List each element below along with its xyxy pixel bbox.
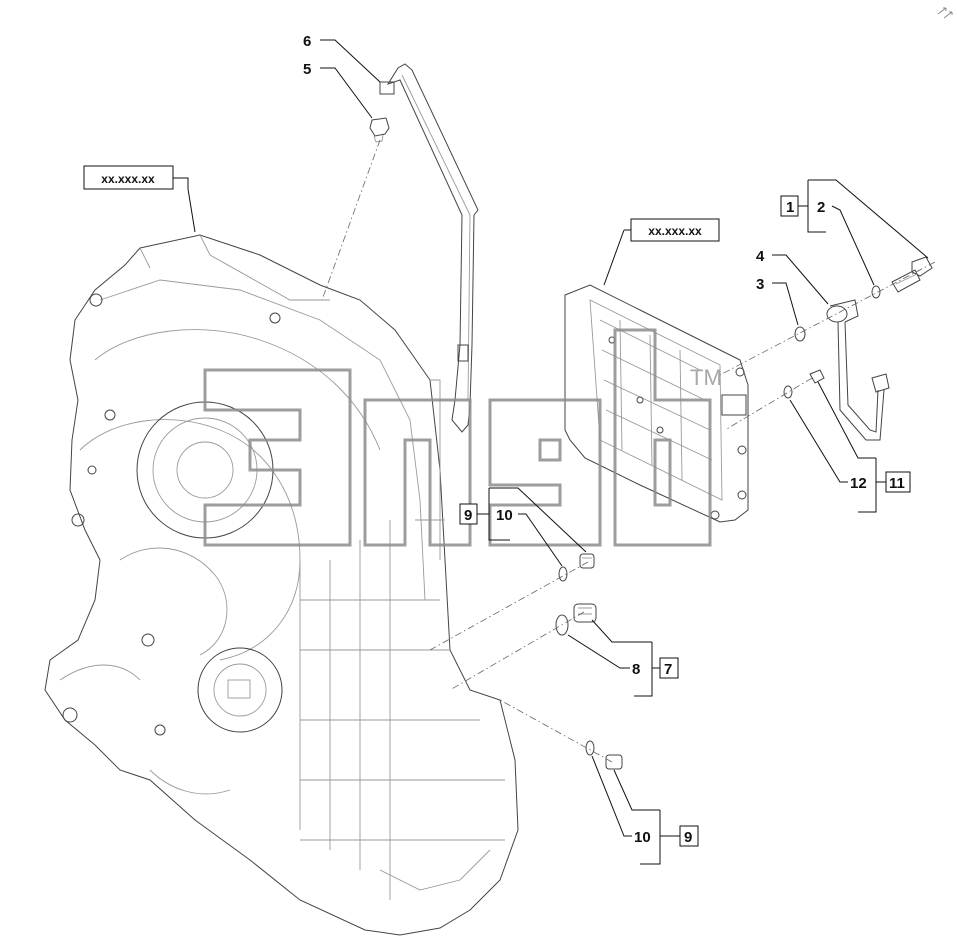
plug-part-11 xyxy=(809,369,825,384)
plug-part-9-lower xyxy=(605,754,623,770)
svg-text:12: 12 xyxy=(850,475,867,492)
reference-box-housing: xx.xxx.xx xyxy=(83,165,196,233)
svg-text:3: 3 xyxy=(756,276,764,293)
watermark-trademark: TM xyxy=(690,365,722,390)
banjo-pipe-part-4 xyxy=(826,299,890,441)
callout-4: 4 xyxy=(756,248,829,305)
svg-text:xx.xxx.xx: xx.xxx.xx xyxy=(101,172,155,186)
fitting-part-5 xyxy=(369,117,390,143)
washer-part-10-lower xyxy=(585,740,595,756)
callout-6: 6 xyxy=(303,33,381,83)
assembly-axis-1 xyxy=(719,261,936,376)
watermark-logo xyxy=(203,328,712,547)
callout-8: 8 xyxy=(567,634,640,678)
assembly-axis-11 xyxy=(724,377,813,431)
sealing-washer-part-3 xyxy=(794,326,806,342)
svg-text:10: 10 xyxy=(496,507,513,524)
callout-2: 2 xyxy=(817,199,875,286)
callout-5: 5 xyxy=(303,61,373,119)
plug-part-9-upper xyxy=(579,553,595,569)
svg-text:11: 11 xyxy=(889,475,905,492)
reference-box-valve: xx.xxx.xx xyxy=(603,218,720,286)
callout-3: 3 xyxy=(756,276,799,326)
svg-text:6: 6 xyxy=(303,33,311,50)
svg-text:7: 7 xyxy=(664,661,672,678)
oil-pipe-part-6 xyxy=(379,63,479,433)
svg-text:8: 8 xyxy=(632,661,640,678)
callout-7-bracket: 7 xyxy=(591,619,679,697)
o-ring-part-12 xyxy=(783,385,793,399)
svg-text:9: 9 xyxy=(684,829,692,846)
callout-1-bracket: 1 xyxy=(780,179,929,259)
svg-text:xx.xxx.xx: xx.xxx.xx xyxy=(648,224,702,238)
svg-text:10: 10 xyxy=(634,829,651,846)
svg-text:1: 1 xyxy=(786,199,794,216)
washer-part-10-upper xyxy=(558,566,568,582)
corner-arrows-icon xyxy=(937,7,953,19)
svg-text:5: 5 xyxy=(303,61,311,78)
callout-11-bracket: 11 xyxy=(817,381,911,513)
callout-9-lower-bracket: 9 xyxy=(613,769,699,865)
callout-10-lower: 10 xyxy=(591,755,651,846)
plug-part-7 xyxy=(573,603,597,623)
o-ring-part-8 xyxy=(555,614,569,636)
banjo-bolt-part-1 xyxy=(891,256,933,293)
callout-12: 12 xyxy=(789,399,867,492)
svg-text:2: 2 xyxy=(817,199,825,216)
assembly-axis-5 xyxy=(321,139,381,301)
assembly-axis-9-lower xyxy=(499,699,613,763)
assembly-axis-7 xyxy=(449,611,585,691)
assembly-axis-9-upper xyxy=(429,561,589,651)
sealing-washer-part-2 xyxy=(871,285,881,299)
callout-9-upper-bracket: 9 xyxy=(459,487,587,553)
transmission-housing xyxy=(44,234,519,936)
svg-text:9: 9 xyxy=(464,507,472,524)
svg-text:4: 4 xyxy=(756,248,765,265)
callout-10-upper: 10 xyxy=(496,507,563,567)
